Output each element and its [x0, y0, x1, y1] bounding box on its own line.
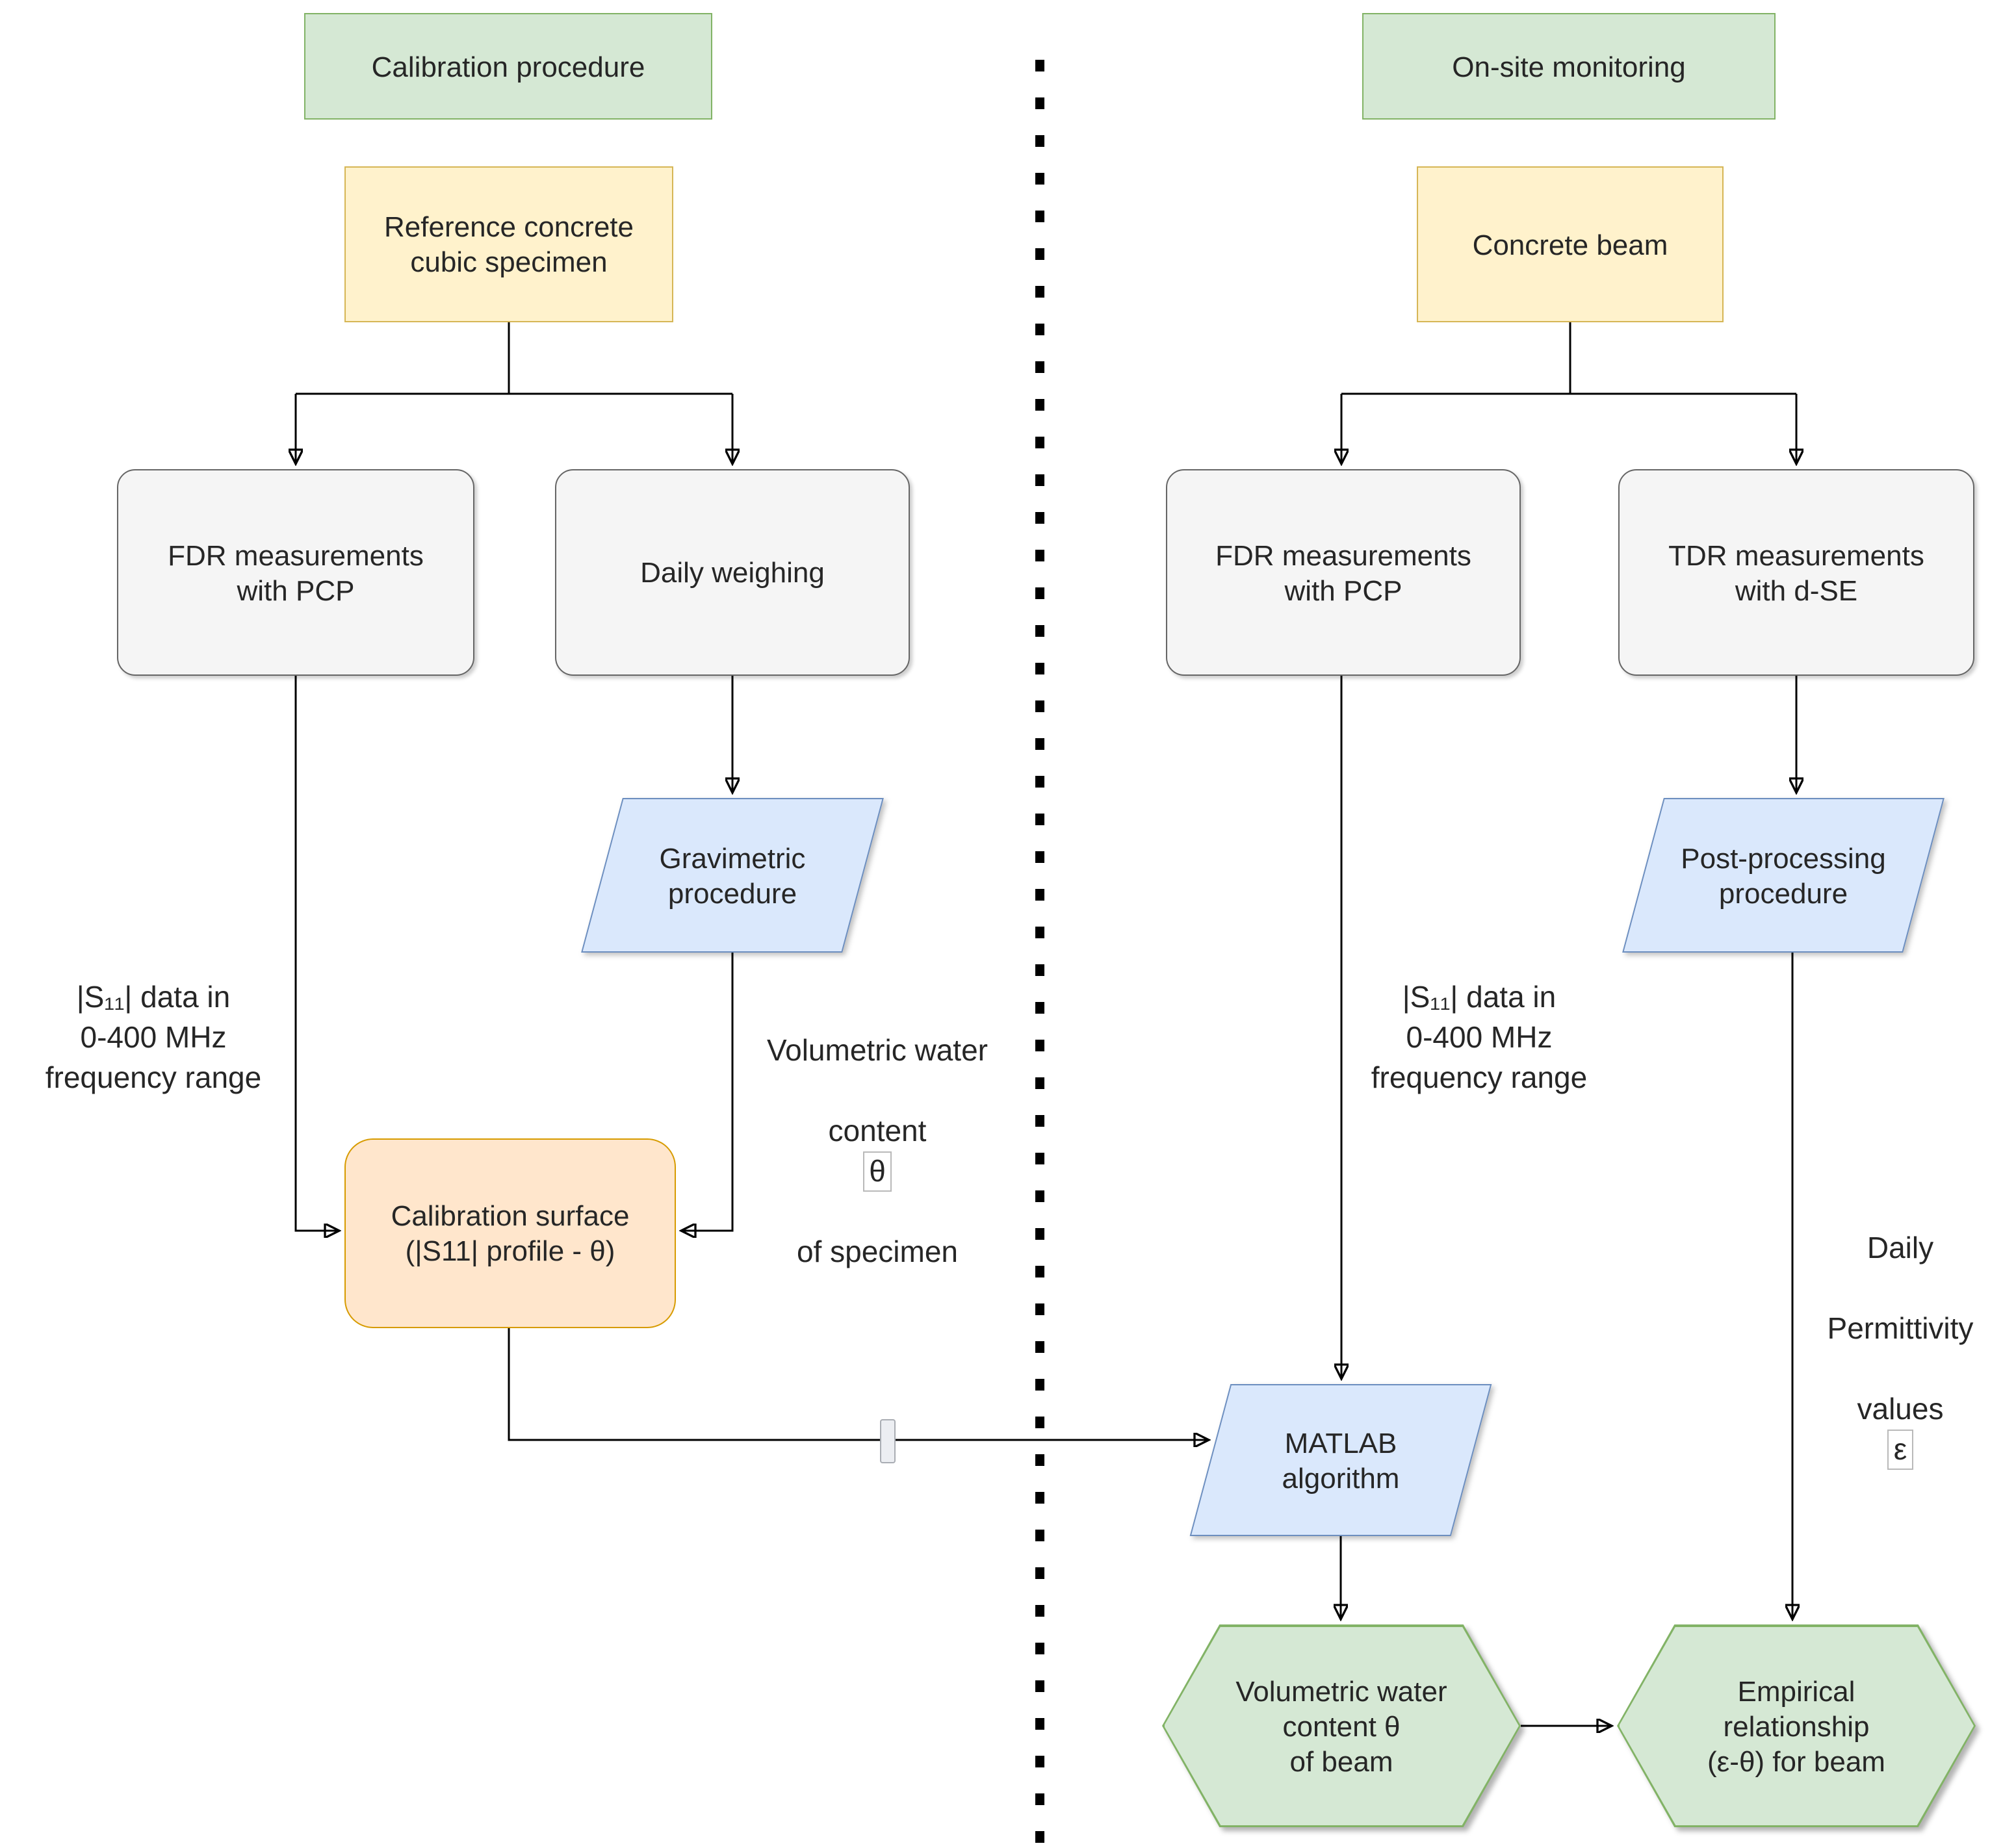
node-empirical-relationship-label: Empirical relationship (ε-θ) for beam: [1707, 1675, 1885, 1777]
node-daily-weighing-label: Daily weighing: [640, 556, 825, 589]
node-fdr-measurements-left-label: FDR measurements with PCP: [168, 539, 424, 606]
node-reference-specimen: Reference concrete cubic specimen: [344, 166, 673, 322]
label-content-text: content: [828, 1114, 927, 1148]
node-tdr-measurements: TDR measurements with d-SE: [1618, 469, 1974, 676]
node-postprocessing-procedure: Post-processing procedure: [1622, 798, 1945, 953]
connector-source-split-left: [296, 322, 732, 395]
theta-symbol-box: θ: [862, 1151, 892, 1192]
node-volumetric-water-beam: Volumetric water content θ of beam: [1162, 1624, 1521, 1827]
label-volumetric-specimen: Volumetric water content θ of specimen: [715, 990, 1040, 1313]
node-tdr-measurements-label: TDR measurements with d-SE: [1668, 539, 1924, 606]
connector-fdr-left-to-surface: [294, 676, 339, 1231]
node-fdr-measurements-left: FDR measurements with PCP: [117, 469, 474, 676]
label-daily-permittivity-line2: Permittivity: [1827, 1311, 1974, 1345]
node-calibration-surface: Calibration surface (|S11| profile - θ): [344, 1138, 676, 1328]
label-volumetric-specimen-line1: Volumetric water: [766, 1033, 988, 1067]
node-fdr-measurements-right: FDR measurements with PCP: [1166, 469, 1521, 676]
node-calibration-surface-label: Calibration surface (|S11| profile - θ): [391, 1200, 630, 1267]
section-header-calibration: Calibration procedure: [304, 13, 712, 120]
epsilon-symbol-box: ε: [1887, 1430, 1914, 1470]
connector-surface-to-matlab: [508, 1328, 1209, 1440]
node-volumetric-water-beam-label: Volumetric water content θ of beam: [1235, 1675, 1447, 1777]
node-fdr-measurements-right-label: FDR measurements with PCP: [1215, 539, 1471, 606]
label-daily-permittivity-line3: values ε: [1777, 1389, 2016, 1470]
label-daily-permittivity-line1: Daily: [1867, 1231, 1934, 1264]
section-header-calibration-label: Calibration procedure: [371, 50, 645, 83]
node-postprocessing-procedure-label: Post-processing procedure: [1681, 841, 1886, 909]
node-reference-specimen-label: Reference concrete cubic specimen: [384, 211, 634, 278]
section-header-monitoring: On-site monitoring: [1362, 13, 1776, 120]
node-daily-weighing: Daily weighing: [555, 469, 910, 676]
node-concrete-beam: Concrete beam: [1417, 166, 1724, 322]
label-values-text: values: [1857, 1392, 1944, 1426]
hexagon-fill: [1164, 1626, 1519, 1825]
connector-gravimetric-to-surface: [681, 953, 734, 1231]
node-empirical-relationship: Empirical relationship (ε-θ) for beam: [1617, 1624, 1976, 1827]
connector-junction-pill: [880, 1419, 896, 1463]
node-gravimetric-procedure-label: Gravimetric procedure: [659, 841, 806, 909]
label-s11-data-right: |S₁₁| data in 0-400 MHz frequency range: [1371, 980, 1588, 1094]
label-daily-permittivity: Daily Permittivity values ε: [1777, 1188, 2016, 1510]
label-volumetric-specimen-line2: content θ: [715, 1111, 1040, 1192]
hexagon-fill: [1619, 1626, 1974, 1825]
node-gravimetric-procedure: Gravimetric procedure: [581, 798, 884, 953]
label-volumetric-specimen-line3: of specimen: [796, 1235, 958, 1268]
connector-source-split-right: [1341, 322, 1796, 395]
node-matlab-algorithm-label: MATLAB algorithm: [1282, 1426, 1400, 1494]
label-s11-data-left: |S₁₁| data in 0-400 MHz frequency range: [45, 980, 262, 1094]
section-header-monitoring-label: On-site monitoring: [1452, 50, 1686, 83]
node-concrete-beam-label: Concrete beam: [1472, 228, 1668, 261]
node-matlab-algorithm: MATLAB algorithm: [1189, 1384, 1492, 1536]
